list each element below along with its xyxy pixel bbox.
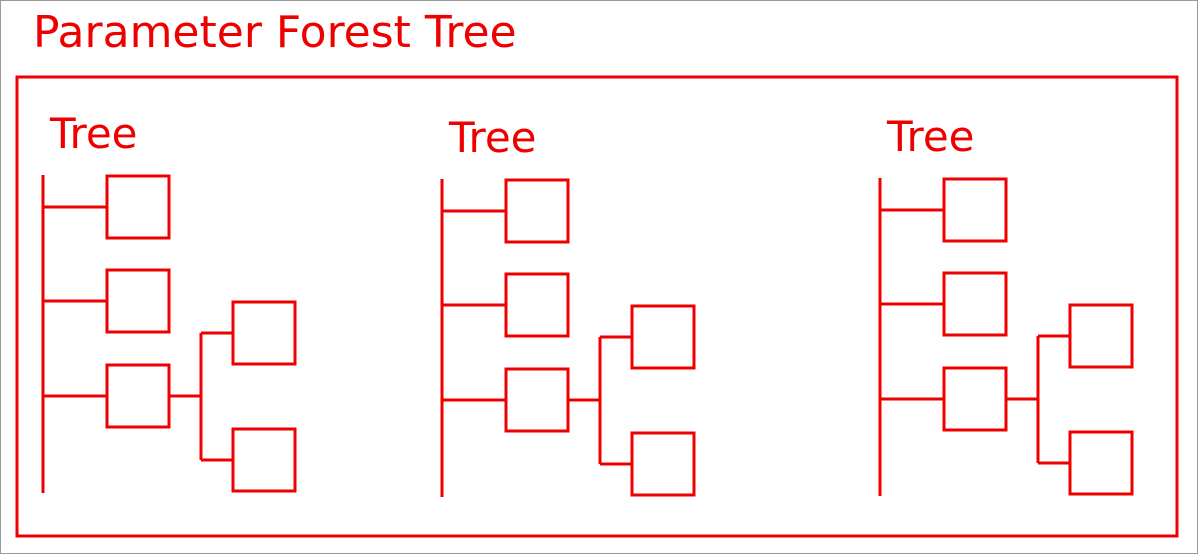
tree-node-2 (105, 268, 171, 334)
tree-node-1 (504, 178, 570, 244)
tree-child-node-2 (1068, 430, 1134, 496)
tree-child-node-2 (630, 431, 696, 497)
tree-node-2 (504, 272, 570, 338)
tree-label: Tree (886, 112, 975, 161)
trees-layer: Tree Tree Tree (41, 109, 1134, 497)
tree-child-node-1 (231, 300, 297, 366)
tree-child-node-1 (1068, 303, 1134, 369)
tree-child-node-1 (630, 304, 696, 370)
tree-node-3 (105, 363, 171, 429)
tree-label: Tree (448, 113, 537, 162)
diagram-title: Parameter Forest Tree (33, 7, 517, 58)
tree-label: Tree (49, 109, 138, 158)
tree-node-1 (105, 174, 171, 240)
tree-1: Tree (41, 109, 297, 493)
tree-2: Tree (440, 113, 696, 497)
tree-node-3 (942, 366, 1008, 432)
forest-container (15, 75, 1179, 538)
tree-3: Tree (878, 112, 1134, 496)
tree-node-1 (942, 177, 1008, 243)
tree-node-2 (942, 271, 1008, 337)
tree-child-node-2 (231, 427, 297, 493)
tree-node-3 (504, 367, 570, 433)
